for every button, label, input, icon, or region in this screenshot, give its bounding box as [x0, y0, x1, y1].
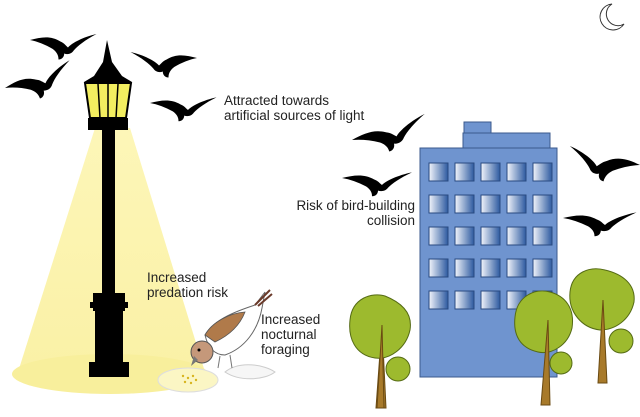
label-collision: Risk of bird-building collision [296, 198, 415, 228]
building-window [454, 290, 475, 310]
building-window [532, 162, 553, 182]
building-window [480, 290, 501, 310]
street-lamp [83, 40, 133, 377]
label-line: Risk of bird-building [296, 198, 415, 213]
label-line: foraging [261, 342, 310, 357]
label-line: Attracted towards [224, 93, 330, 108]
building-window [506, 258, 527, 278]
building-window [428, 162, 449, 182]
building-window [532, 258, 553, 278]
label-line: predation risk [147, 285, 229, 300]
label-foraging: Increased nocturnal foraging [261, 312, 320, 357]
building-window [506, 226, 527, 246]
building-window [480, 258, 501, 278]
building-window [506, 162, 527, 182]
building-window [454, 226, 475, 246]
moon-icon [599, 3, 625, 31]
building-window [454, 162, 475, 182]
label-attracted: Attracted towards artificial sources of … [224, 93, 364, 123]
building-window [454, 258, 475, 278]
building-window [532, 226, 553, 246]
label-line: nocturnal [261, 327, 317, 342]
building-window [480, 194, 501, 214]
label-line: Increased [261, 312, 321, 327]
building-window [506, 194, 527, 214]
bird-silhouette [150, 97, 217, 122]
building-window [428, 290, 449, 310]
building-window [428, 226, 449, 246]
tree-right [569, 268, 635, 384]
building-window [480, 162, 501, 182]
bird-silhouette [130, 52, 197, 78]
building-window [428, 194, 449, 214]
sparrow [190, 289, 273, 369]
building [419, 121, 558, 378]
building-window [428, 258, 449, 278]
label-line: artificial sources of light [224, 108, 365, 123]
bird-silhouette [562, 145, 640, 187]
label-line: Increased [147, 270, 207, 285]
label-predation: Increased predation risk [147, 270, 228, 300]
building-window [454, 194, 475, 214]
bird-silhouette [563, 212, 637, 237]
bird-silhouette [30, 34, 97, 60]
seeds [181, 374, 198, 385]
bird-silhouette [3, 60, 79, 108]
label-line: collision [366, 213, 415, 228]
bird-silhouette [342, 172, 412, 197]
tree-left [349, 294, 411, 409]
building-window [480, 226, 501, 246]
building-window [532, 194, 553, 214]
tree-middle [514, 290, 574, 406]
